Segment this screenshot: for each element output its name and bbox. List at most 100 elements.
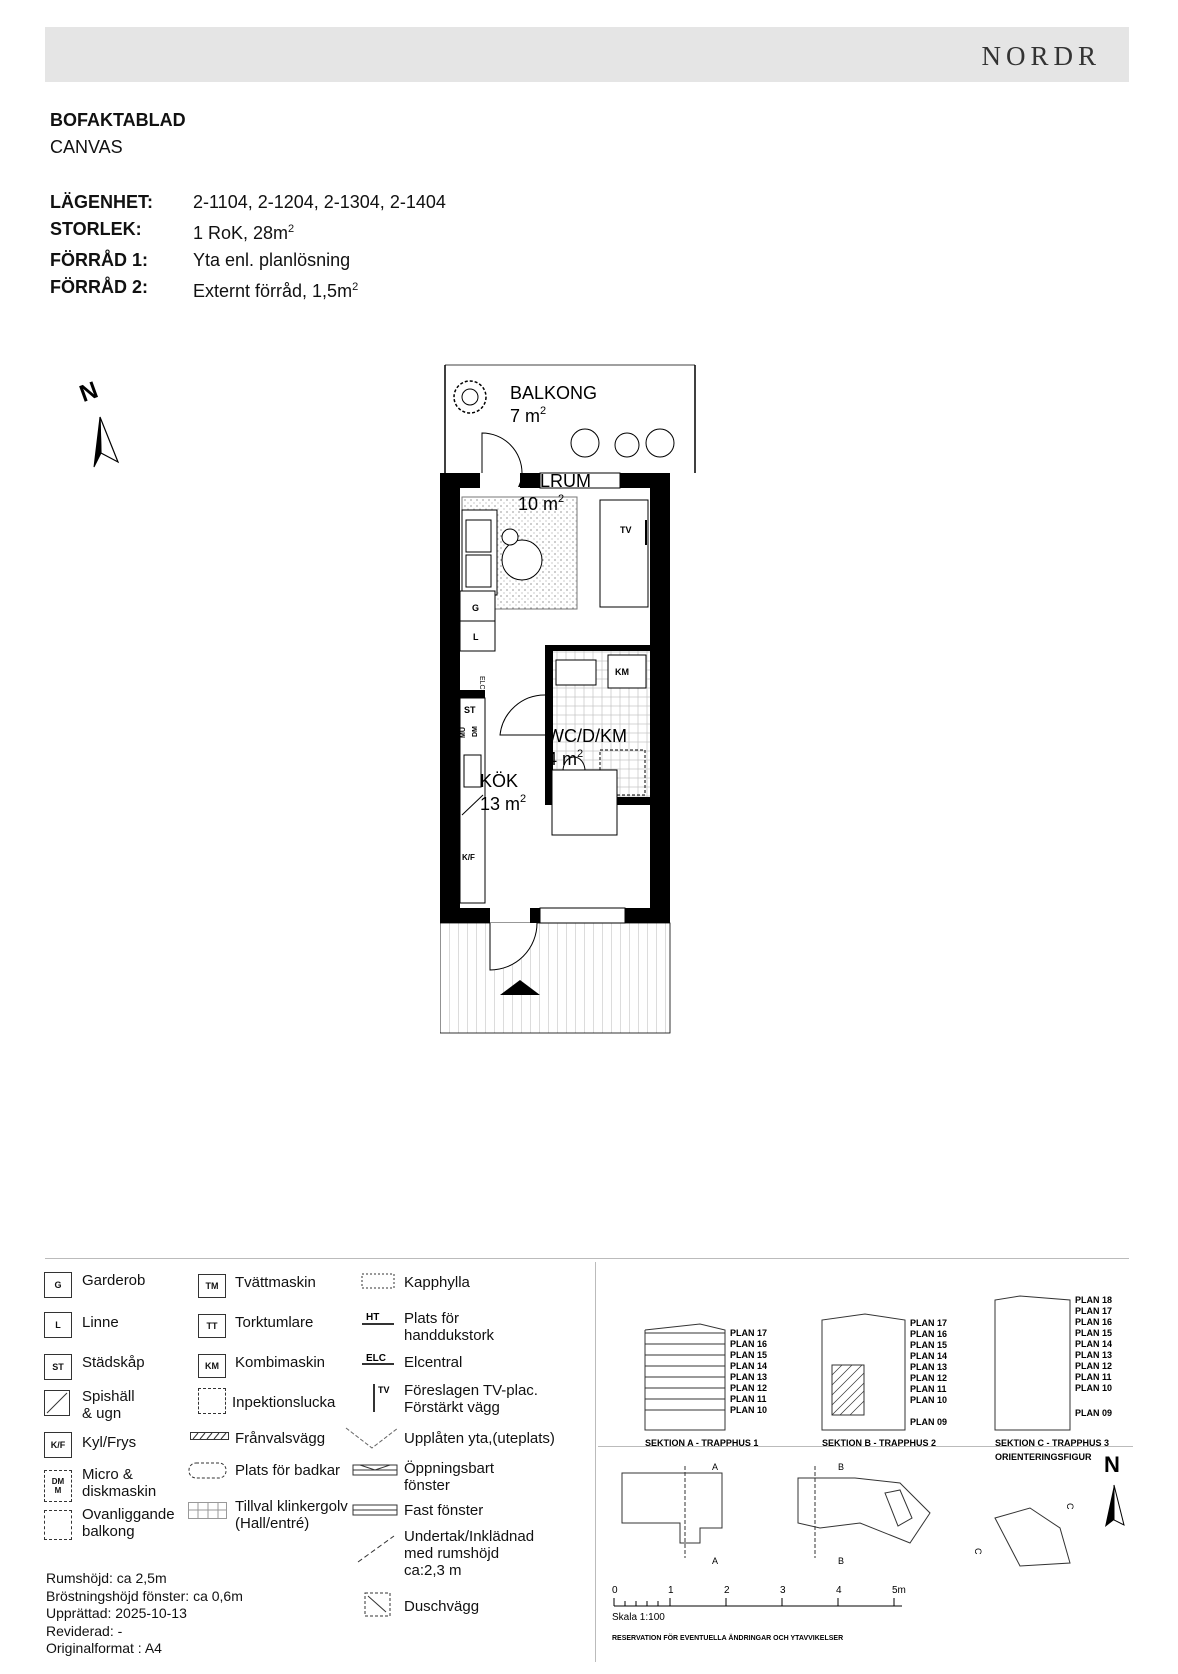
legend-label: Städskåp [82,1354,145,1371]
svg-text:PLAN 17: PLAN 17 [910,1318,947,1328]
north-letter: N [76,377,102,408]
plant-icon [453,380,487,414]
chair-icon [645,428,675,458]
legend-code-box: K/F [44,1432,72,1458]
reservation-note: RESERVATION FÖR EVENTUELLA ÄNDRINGAR OCH… [612,1633,843,1642]
svg-text:HT: HT [366,1312,379,1323]
chair-icon [570,428,600,458]
inspection-hatch-icon [198,1388,226,1414]
svg-text:A: A [712,1556,718,1566]
svg-text:C: C [1065,1503,1075,1510]
room-label-wc: WC/D/KM [547,726,627,746]
svg-text:PLAN 13: PLAN 13 [910,1362,947,1372]
room-area-kok: 13 m [480,794,520,814]
legend-label: Plats för badkar [235,1462,341,1479]
svg-text:PLAN 16: PLAN 16 [1075,1317,1112,1327]
svg-text:PLAN 15: PLAN 15 [730,1350,767,1360]
svg-text:N: N [1104,1452,1120,1477]
bathtub-icon [188,1462,227,1479]
svg-text:4 m2: 4 m2 [547,748,583,769]
legend-label: Micro & diskmaskin [82,1466,157,1500]
orientation-figure: ORIENTERINGSFIGUR A A B B C C [621,1452,1092,1567]
svg-text:PLAN 09: PLAN 09 [1075,1408,1112,1418]
svg-text:PLAN 12: PLAN 12 [910,1373,947,1383]
tile-floor-icon [188,1502,227,1519]
info-value: Externt förråd, 1,5m2 [193,281,359,301]
svg-text:B: B [838,1462,844,1472]
svg-text:ELC: ELC [366,1353,386,1364]
sections-panel: PLAN 17 PLAN 16 PLAN 15 PLAN 14 PLAN 13 … [644,1295,1112,1448]
svg-text:13 m2: 13 m2 [480,793,526,814]
window-top [539,472,621,489]
info-label: FÖRRÅD 2: [50,277,148,297]
svg-text:PLAN 10: PLAN 10 [1075,1383,1112,1393]
svg-text:4: 4 [836,1585,842,1596]
svg-text:B: B [838,1556,844,1566]
svg-text:PLAN 12: PLAN 12 [730,1383,767,1393]
legend-label: Spishäll & ugn [82,1388,135,1422]
lowered-ceiling-icon [357,1535,395,1563]
svg-text:PLAN 15: PLAN 15 [1075,1328,1112,1338]
apartment-info: LÄGENHET: 2-1104, 2-1204, 2-1304, 2-1404… [50,189,446,305]
svg-text:ST: ST [464,705,476,715]
svg-text:TV: TV [378,1385,390,1395]
original-format: Originalformat : A4 [46,1640,162,1656]
room-area-balkong: 7 m [510,406,540,426]
legend-label: Elcentral [404,1354,463,1371]
legend-label: Garderob [82,1272,146,1289]
window-bottom [539,907,626,924]
legend-label: Föreslagen TV-plac. Förstärkt vägg [404,1382,538,1416]
svg-text:PLAN 11: PLAN 11 [730,1394,767,1404]
info-value: Yta enl. planlösning [193,250,351,270]
optional-wall-icon [190,1432,229,1440]
divider [595,1262,596,1662]
legend-label: Tillval klinkergolv (Hall/entré) [235,1498,348,1532]
code-kf: K/F [462,853,475,862]
svg-text:PLAN 16: PLAN 16 [910,1329,947,1339]
svg-text:SEKTION C - TRAPPHUS 3: SEKTION C - TRAPPHUS 3 [995,1438,1109,1448]
section-c: PLAN 18 PLAN 17 PLAN 16 PLAN 15 PLAN 14 … [994,1295,1112,1448]
legend-label: Torktumlare [235,1314,314,1331]
legend-label: Kapphylla [404,1274,470,1291]
dining-table [551,769,618,836]
svg-text:A: A [712,1462,718,1472]
stove-icon [44,1390,70,1416]
legend-code-box: KM [198,1354,226,1378]
fixed-window-icon [352,1504,398,1516]
legend-label: Ovanliggande balkong [82,1506,175,1540]
info-label: STORLEK: [50,219,142,239]
svg-text:C: C [973,1548,983,1555]
balcony: BALKONG 7 m2 [444,364,696,474]
kitchen-counter [459,697,486,904]
svg-text:ORIENTERINGSFIGUR: ORIENTERINGSFIGUR [995,1452,1092,1462]
svg-text:PLAN 12: PLAN 12 [1075,1361,1112,1371]
sink-icon [555,659,597,686]
tv-wall-icon: TV [373,1384,390,1412]
svg-text:MU: MU [460,727,467,738]
table-icon [501,539,543,581]
legend-label: Undertak/Inklädnad med rumshöjd ca:2,3 m [404,1528,535,1579]
created-date: Upprättad: 2025-10-13 [46,1605,187,1621]
legend-code-box: ST [44,1354,72,1380]
openable-window-icon [352,1464,398,1476]
svg-text:PLAN 09: PLAN 09 [910,1417,947,1427]
svg-text:PLAN 17: PLAN 17 [730,1328,767,1338]
legend-label: Fast fönster [404,1502,484,1519]
info-label: LÄGENHET: [50,192,153,212]
svg-text:0: 0 [612,1585,618,1596]
patio-area-icon [345,1427,399,1449]
code-g: G [472,603,479,613]
room-height: Rumshöjd: ca 2,5m [46,1570,167,1586]
svg-text:PLAN 13: PLAN 13 [730,1372,767,1382]
info-value: 1 RoK, 28m2 [193,223,295,243]
svg-text:PLAN 18: PLAN 18 [1075,1295,1112,1305]
info-row-apartment: LÄGENHET: 2-1104, 2-1204, 2-1304, 2-1404 [50,189,446,216]
legend-label: Upplåten yta,(uteplats) [404,1430,555,1447]
legend-label: Tvättmaskin [235,1274,316,1291]
svg-text:PLAN 16: PLAN 16 [730,1339,767,1349]
header-bar: NORDR [45,27,1129,82]
legend-code-box: G [44,1272,72,1298]
svg-text:5m: 5m [892,1585,906,1596]
balcony-icon [44,1510,72,1540]
svg-text:1: 1 [668,1585,674,1596]
